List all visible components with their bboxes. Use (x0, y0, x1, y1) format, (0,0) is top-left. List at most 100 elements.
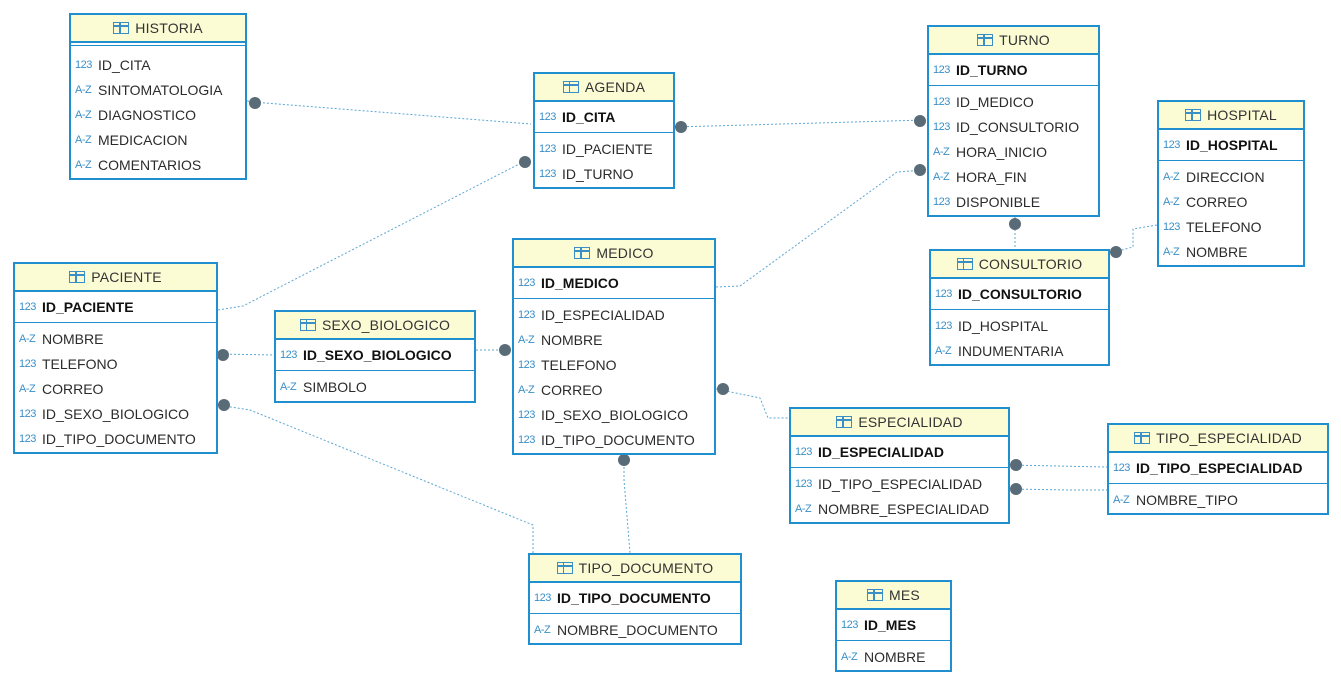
relationship-sexo_biologico-medico[interactable] (476, 344, 511, 356)
relationship-line[interactable] (1009, 488, 1107, 491)
relationship-especialidad-tipo_especialidad[interactable] (1009, 459, 1108, 471)
relationship-medico-especialidad[interactable] (715, 383, 789, 419)
relationship-turno-consultorio[interactable] (1009, 217, 1021, 248)
relationship-line[interactable] (715, 388, 789, 419)
relationship-line[interactable] (1009, 464, 1108, 468)
relationship-endpoint-dot[interactable] (499, 344, 511, 356)
relationship-consultorio-hospital[interactable] (1109, 224, 1158, 258)
entity-header[interactable]: PACIENTE (15, 264, 216, 292)
relationship-endpoint-dot[interactable] (1010, 483, 1022, 495)
relationship-historia-agenda[interactable] (246, 97, 532, 125)
relationship-line[interactable] (1109, 224, 1158, 254)
relationship-line[interactable] (715, 169, 926, 288)
relationship-especialidad-tipo_especialidad[interactable] (1009, 483, 1107, 495)
entity-header[interactable]: TIPO_DOCUMENTO (530, 555, 740, 583)
relationship-agenda-turno[interactable] (674, 115, 926, 133)
entity-header[interactable]: HISTORIA (71, 15, 245, 43)
relationship-endpoint-dot[interactable] (1009, 218, 1021, 230)
relationship-endpoint-dot[interactable] (675, 121, 687, 133)
relationship-line[interactable] (246, 100, 532, 125)
entity-header[interactable]: CONSULTORIO (931, 251, 1108, 279)
relationship-endpoint-dot[interactable] (519, 156, 531, 168)
relationship-endpoint-dot[interactable] (717, 383, 729, 395)
entity-header[interactable]: HOSPITAL (1159, 102, 1303, 130)
entity-header[interactable]: AGENDA (535, 74, 673, 102)
relationship-medico-turno[interactable] (715, 164, 926, 288)
relationship-paciente-sexo_biologico[interactable] (217, 349, 275, 361)
entity-header[interactable]: TURNO (929, 27, 1098, 55)
entity-header[interactable]: MES (837, 582, 950, 610)
relationship-line[interactable] (674, 119, 926, 128)
relationship-line[interactable] (217, 159, 528, 311)
relationship-endpoint-dot[interactable] (249, 97, 261, 109)
relationship-endpoint-dot[interactable] (1010, 459, 1022, 471)
relationship-paciente-tipo_documento[interactable] (217, 399, 534, 553)
relationship-endpoint-dot[interactable] (1110, 246, 1122, 258)
relationship-endpoint-dot[interactable] (618, 454, 630, 466)
relationship-medico-tipo_documento[interactable] (618, 454, 631, 554)
relationship-endpoint-dot[interactable] (218, 399, 230, 411)
relationship-line[interactable] (623, 455, 631, 554)
relationship-paciente-agenda[interactable] (217, 156, 531, 311)
entity-header[interactable]: TIPO_ESPECIALIDAD (1109, 425, 1327, 453)
entity-header[interactable]: MEDICO (514, 240, 714, 268)
entity-header[interactable]: SEXO_BIOLOGICO (276, 312, 474, 340)
relationship-endpoint-dot[interactable] (914, 164, 926, 176)
